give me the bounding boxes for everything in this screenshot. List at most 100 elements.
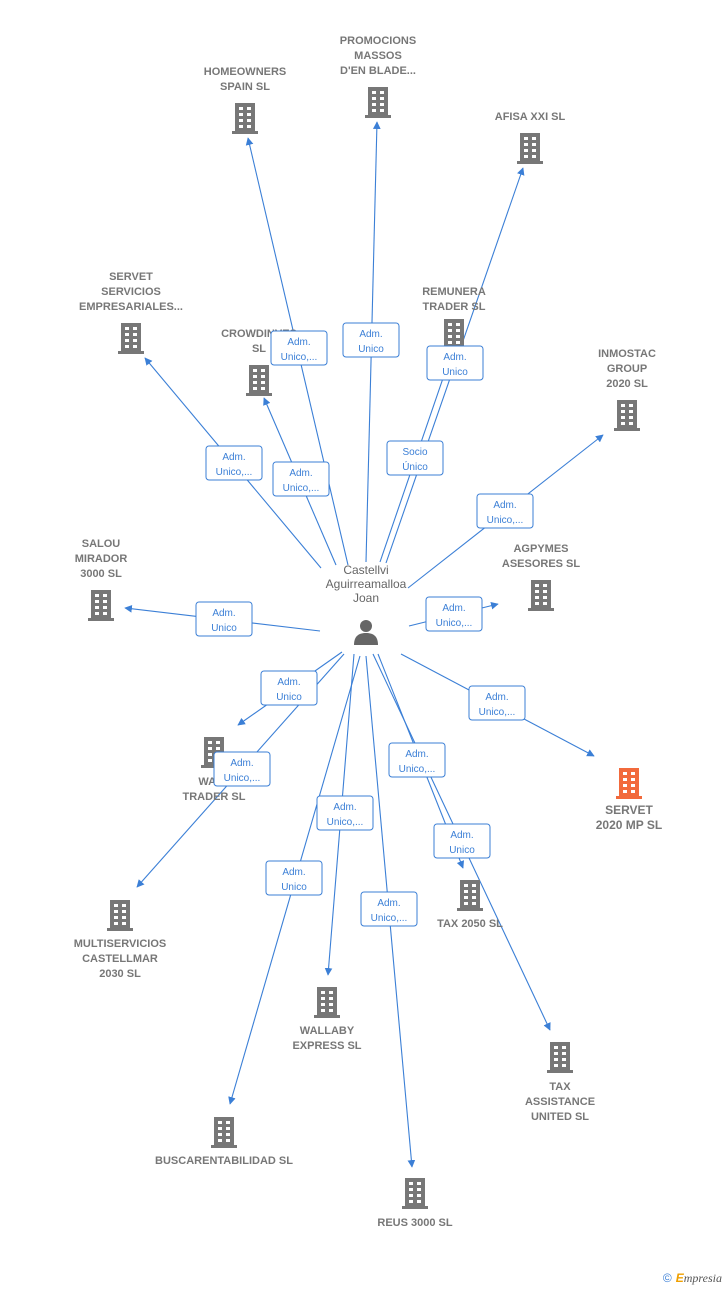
company-label: 2030 SL — [99, 968, 141, 980]
relation-label-servet-2020[interactable]: Adm.Unico,... — [468, 685, 526, 721]
company-label: SERVET — [605, 803, 653, 817]
company-node-wallaby-express[interactable]: WALLABY EXPRESS SL — [292, 987, 362, 1052]
copyright-icon: © — [662, 1271, 672, 1285]
company-label: AGPYMES — [513, 543, 568, 555]
relation-text: Unico,... — [327, 817, 364, 828]
relation-label-reus[interactable]: Adm. Unico,... — [360, 891, 418, 927]
relation-labels-layer: Adm.Unico,...Adm.UnicoAdm.UnicoSocioÚnic… — [195, 322, 534, 927]
company-node-reus[interactable]: REUS 3000 SL — [377, 1178, 453, 1229]
relation-text: Adm. — [212, 608, 235, 619]
relation-text: Adm. — [289, 468, 312, 479]
relation-box — [386, 440, 444, 476]
building-icon — [441, 319, 467, 350]
building-icon — [314, 987, 340, 1018]
relation-label-afisa[interactable]: Adm.Unico — [426, 345, 484, 381]
company-label: SERVET — [109, 271, 153, 283]
relation-text: Socio — [402, 447, 427, 458]
company-label: EXPRESS SL — [292, 1040, 361, 1052]
building-icon — [107, 900, 133, 931]
relation-box — [360, 891, 418, 927]
relation-box — [388, 742, 446, 778]
relation-box — [205, 445, 263, 481]
relation-text: Adm. — [450, 830, 473, 841]
relation-label-agpymes[interactable]: Adm.Unico,... — [425, 596, 483, 632]
building-icon — [211, 1117, 237, 1148]
relation-box — [260, 670, 318, 706]
relation-box — [272, 461, 330, 497]
relation-text: Unico — [276, 692, 302, 703]
company-label: AFISA XXI SL — [495, 111, 566, 123]
relation-box — [270, 330, 328, 366]
company-label: EMPRESARIALES... — [79, 301, 183, 313]
relation-text: Unico,... — [399, 764, 436, 775]
company-node-tax2050[interactable]: TAX 2050 SL — [437, 880, 503, 930]
building-icon — [528, 580, 554, 611]
company-label: HOMEOWNERS — [204, 66, 287, 78]
relation-text: Unico,... — [283, 483, 320, 494]
footer-brand[interactable]: ©Empresia — [663, 1271, 722, 1286]
relation-text: Adm. — [282, 867, 305, 878]
relation-text: Único — [402, 460, 428, 473]
relation-label-wallaby-trader[interactable]: Adm. Unico — [260, 670, 318, 706]
relation-box — [425, 596, 483, 632]
company-label: SERVICIOS — [101, 286, 161, 298]
relation-text: Adm. — [287, 337, 310, 348]
building-icon — [517, 133, 543, 164]
building-icon — [118, 323, 144, 354]
relation-text: Unico,... — [371, 913, 408, 924]
company-label: BUSCARENTABILIDAD SL — [155, 1155, 293, 1167]
company-label: TAX 2050 SL — [437, 918, 503, 930]
relation-label-tax2050[interactable]: Adm. Unico,... — [388, 742, 446, 778]
company-label: UNITED SL — [531, 1111, 589, 1123]
relation-text: Unico,... — [224, 773, 261, 784]
company-node-buscarentabilidad[interactable]: BUSCARENTABILIDAD SL — [155, 1117, 293, 1167]
relation-text: Adm. — [442, 603, 465, 614]
relation-label-buscarentabilidad[interactable]: Adm.Unico — [265, 860, 323, 896]
company-label: D'EN BLADE... — [340, 65, 416, 77]
company-node-afisa[interactable]: AFISA XXI SL — [495, 111, 566, 164]
relation-text: Unico,... — [216, 467, 253, 478]
relation-label-homeowners[interactable]: Adm.Unico,... — [270, 330, 328, 366]
building-icon — [365, 87, 391, 118]
relation-box — [195, 601, 253, 637]
relation-label-inmostac[interactable]: Adm.Unico,... — [476, 493, 534, 529]
building-icon — [547, 1042, 573, 1073]
relation-text: Unico — [211, 623, 237, 634]
relation-label-servet-servicios[interactable]: Adm.Unico,... — [205, 445, 263, 481]
person-icon — [354, 620, 378, 645]
company-label: WALLABY — [300, 1025, 355, 1037]
building-icon — [614, 400, 640, 431]
relation-label-multiservicios[interactable]: Adm.Unico,... — [213, 751, 271, 787]
relation-text: Adm. — [377, 898, 400, 909]
relation-box — [468, 685, 526, 721]
relation-label-wallaby-express[interactable]: Adm. Unico,... — [316, 795, 374, 831]
relation-text: Adm. — [277, 677, 300, 688]
relation-label-crowdinves[interactable]: Adm. Unico,... — [272, 461, 330, 497]
relation-label-promocions[interactable]: Adm.Unico — [342, 322, 400, 358]
relation-text: Adm. — [333, 802, 356, 813]
relation-text: Unico,... — [487, 515, 524, 526]
relation-label-salou[interactable]: Adm. Unico — [195, 601, 253, 637]
company-label: 2020 MP SL — [596, 818, 662, 832]
company-label: INMOSTAC — [598, 348, 656, 360]
company-label: CASTELLMAR — [82, 953, 158, 965]
building-icon — [88, 590, 114, 621]
relation-label-tax-assistance[interactable]: Adm.Unico — [433, 823, 491, 859]
company-label: MASSOS — [354, 50, 402, 62]
relation-text: Adm. — [405, 749, 428, 760]
building-icon — [402, 1178, 428, 1209]
company-label: MIRADOR — [75, 553, 128, 565]
company-label: SALOU — [82, 538, 121, 550]
company-node-servet-servicios[interactable]: SERVET SERVICIOS EMPRESARIALES... — [79, 271, 183, 354]
